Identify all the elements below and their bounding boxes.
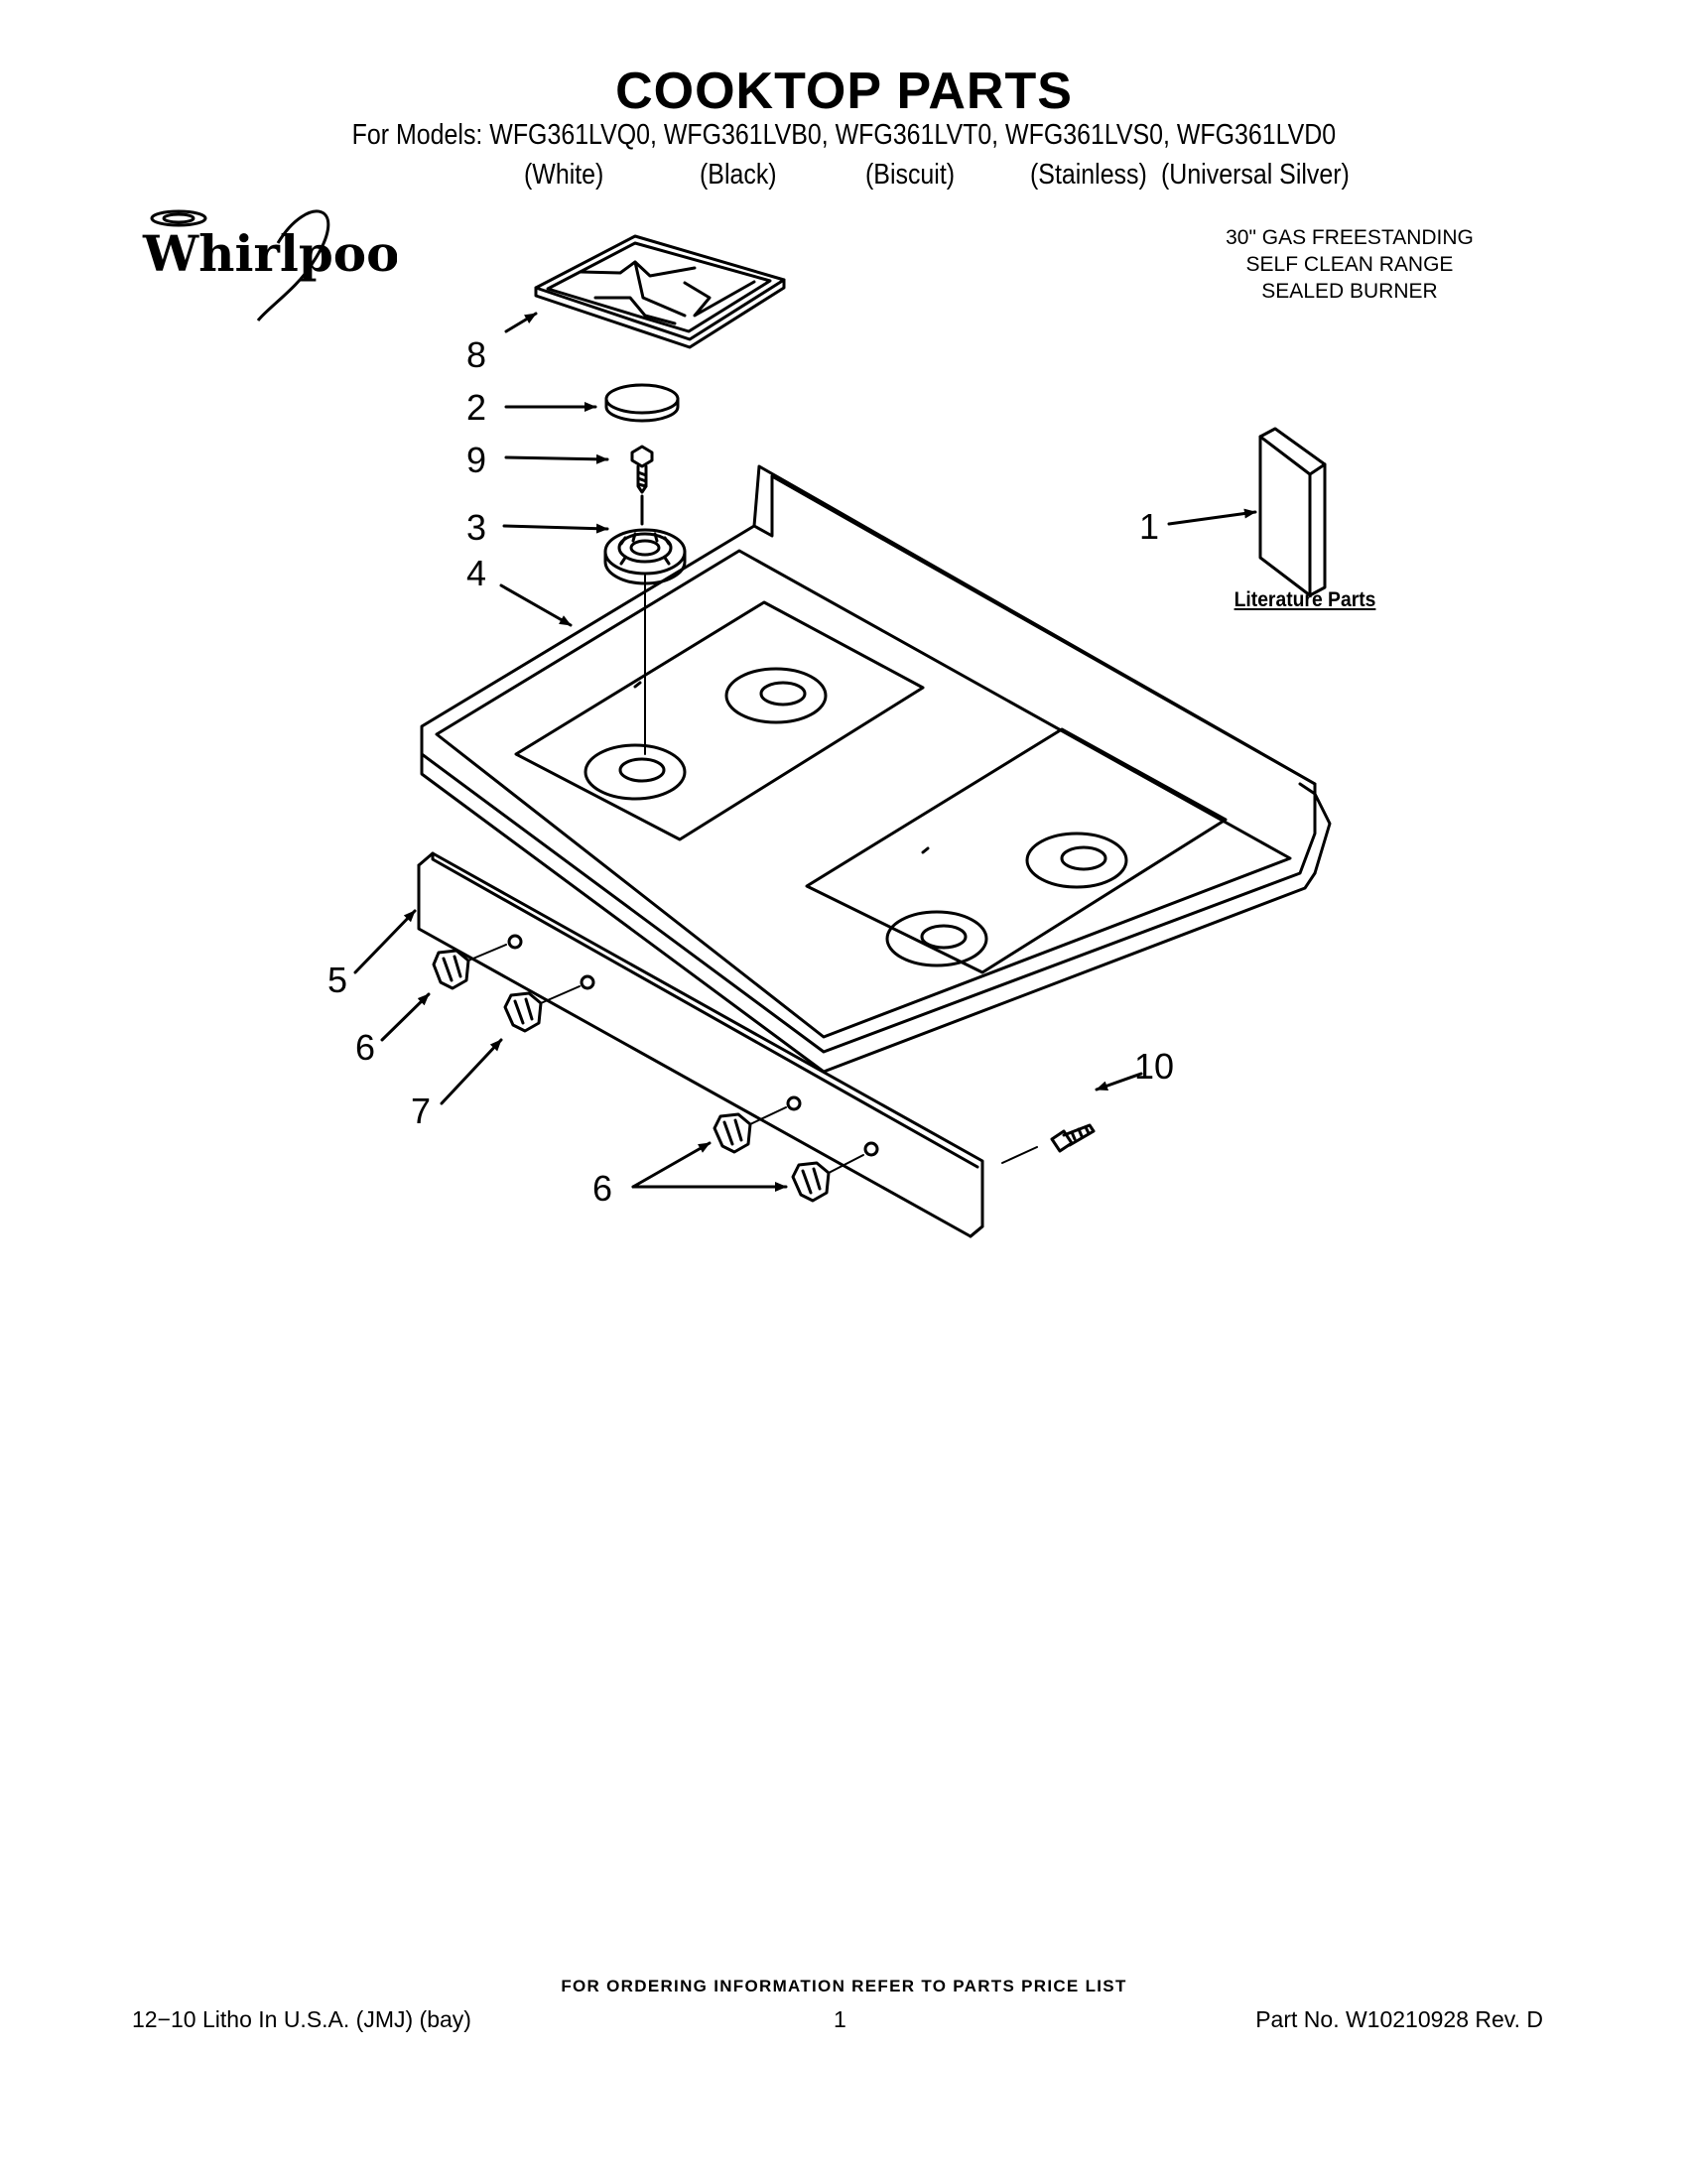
- manifold-panel-part: [417, 851, 984, 1238]
- control-knob-2: [503, 985, 581, 1033]
- cooktop-parts-diagram: 8 2 9 3 4 1 5 6 7 10 6: [327, 234, 1332, 1238]
- page-title: COOKTOP PARTS: [615, 63, 1073, 120]
- description-line-1: 30" GAS FREESTANDING: [1226, 226, 1474, 249]
- callout-10: 10: [1134, 1046, 1174, 1087]
- color-stainless: (Stainless): [1030, 159, 1147, 191]
- part-number: Part No. W10210928 Rev. D: [1255, 2006, 1543, 2032]
- page-number: 1: [834, 2006, 846, 2032]
- callout-6-lower: 6: [592, 1168, 612, 1209]
- color-white: (White): [524, 159, 604, 191]
- color-biscuit: (Biscuit): [865, 159, 956, 191]
- callout-4: 4: [466, 553, 486, 593]
- color-black: (Black): [700, 159, 777, 191]
- ordering-note: FOR ORDERING INFORMATION REFER TO PARTS …: [561, 1977, 1127, 1995]
- description-line-3: SEALED BURNER: [1261, 280, 1438, 303]
- callout-8: 8: [466, 334, 486, 375]
- literature-parts-label: Literature Parts: [1234, 588, 1376, 611]
- burner-cap-part: [604, 383, 680, 423]
- panel-screw-part: [1001, 1123, 1096, 1164]
- svg-text:Whirlpool: Whirlpool: [142, 224, 397, 283]
- callout-5: 5: [327, 960, 347, 1000]
- litho-info: 12−10 Litho In U.S.A. (JMJ) (bay): [132, 2006, 471, 2032]
- callout-6: 6: [355, 1027, 375, 1068]
- whirlpool-logo: Whirlpool: [139, 203, 419, 322]
- callout-2: 2: [466, 387, 486, 428]
- callout-7: 7: [411, 1091, 431, 1131]
- literature-booklet-part: [1258, 427, 1327, 597]
- callout-9: 9: [466, 440, 486, 480]
- model-list: For Models: WFG361LVQ0, WFG361LVB0, WFG3…: [351, 119, 1337, 151]
- callout-1: 1: [1139, 506, 1159, 547]
- description-line-2: SELF CLEAN RANGE: [1245, 253, 1454, 276]
- control-knob-3: [713, 1106, 787, 1154]
- control-knob-4: [791, 1154, 864, 1203]
- screw-part: [630, 445, 654, 526]
- control-knob-1: [432, 944, 507, 990]
- callout-3: 3: [466, 507, 486, 548]
- grate-part: [534, 234, 786, 349]
- color-universal-silver: (Universal Silver): [1161, 159, 1350, 191]
- burner-base-part: [603, 528, 687, 755]
- cooktop-part: [420, 464, 1332, 1074]
- product-description: 30" GAS FREESTANDING SELF CLEAN RANGE SE…: [1171, 224, 1528, 305]
